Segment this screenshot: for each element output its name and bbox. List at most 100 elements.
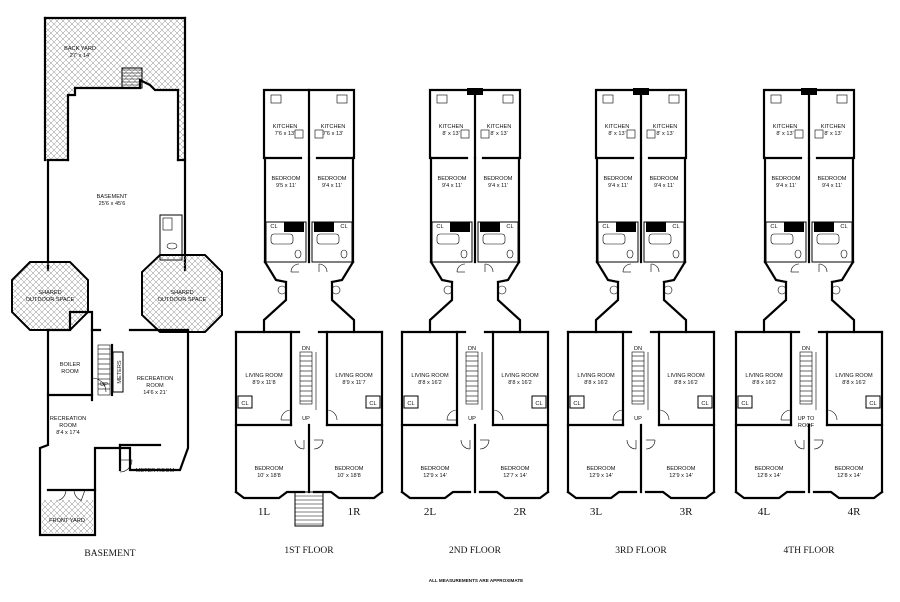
closet-label: CL bbox=[340, 224, 347, 230]
hall-door bbox=[318, 263, 328, 273]
bedroom-door bbox=[294, 439, 305, 450]
unit-left-label: 2L bbox=[424, 506, 437, 518]
closet-outline bbox=[403, 395, 419, 409]
living-door bbox=[492, 409, 504, 421]
bedroom-door bbox=[645, 439, 656, 450]
sink bbox=[331, 285, 341, 295]
toilet bbox=[626, 249, 634, 259]
wall bbox=[830, 260, 855, 284]
door-arc bbox=[73, 489, 82, 501]
kitchen-sink bbox=[436, 94, 448, 104]
bedroom-rear-right-label-line: BEDROOM bbox=[650, 176, 679, 182]
bathtub bbox=[648, 233, 672, 245]
unit-right-label: 2R bbox=[514, 506, 528, 518]
bedroom-front-right-label-line: 12'8 x 14' bbox=[837, 473, 861, 479]
living-room-left-label-line: 8'8 x 16'2 bbox=[584, 380, 608, 386]
stair-up-label-line: UP bbox=[468, 416, 476, 422]
boiler-door bbox=[91, 377, 107, 393]
meters-label: METERS bbox=[117, 360, 123, 384]
front-bay-left bbox=[734, 490, 806, 500]
stair-run bbox=[299, 351, 313, 405]
kitchen-block bbox=[262, 88, 356, 160]
bedroom-front-left-label-line: BEDROOM bbox=[255, 466, 284, 472]
closet-outline bbox=[531, 395, 547, 409]
wall bbox=[662, 280, 688, 334]
stair-outline bbox=[97, 344, 111, 396]
hall-door bbox=[790, 263, 800, 273]
basement-room-label-line: BASEMENT bbox=[97, 194, 128, 200]
kitchen-right-label-line: 8' x 13' bbox=[490, 131, 507, 137]
shared-outdoor-right-label-line: OUTDOOR SPACE bbox=[158, 297, 207, 303]
closet-label: CL bbox=[573, 401, 580, 407]
stair-up-label: UP bbox=[302, 416, 310, 422]
closet-label: CL bbox=[407, 401, 414, 407]
living-room-right-label-line: 8'8 x 16'2 bbox=[674, 380, 698, 386]
bedroom-front-left-label-line: 12'9 x 14' bbox=[589, 473, 613, 479]
closet-right: CL bbox=[865, 395, 881, 409]
closet-outline bbox=[865, 395, 881, 409]
unit-right-label: 3R bbox=[680, 506, 694, 518]
kitchen-right-label-line: 8' x 13' bbox=[656, 131, 673, 137]
stair-down-label: DN bbox=[302, 346, 310, 352]
chimney-breast bbox=[450, 222, 470, 232]
closet-right: CL bbox=[365, 395, 381, 409]
wall bbox=[428, 280, 454, 334]
back-yard-label-line: BACK YARD bbox=[64, 46, 96, 52]
front-bay-left bbox=[400, 490, 472, 500]
door-arc bbox=[280, 409, 292, 421]
sink bbox=[777, 285, 787, 295]
stair-down-label: DN bbox=[802, 346, 810, 352]
stove bbox=[460, 129, 470, 139]
unit-right-label: 1R bbox=[348, 506, 362, 518]
measurement-note: ALL MEASUREMENTS ARE APPROXIMATE bbox=[429, 578, 523, 583]
basement-wall bbox=[46, 310, 102, 332]
living-room-left-label-line: LIVING ROOM bbox=[745, 373, 783, 379]
closet-label: CL bbox=[701, 401, 708, 407]
chimney bbox=[467, 88, 483, 95]
door-arc bbox=[813, 439, 824, 450]
stair-up-label-line: UP bbox=[302, 416, 310, 422]
living-door bbox=[280, 409, 292, 421]
basement-up-label: UP bbox=[100, 382, 108, 388]
front-yard-label: FRONT YARD bbox=[49, 518, 85, 524]
door-arc bbox=[794, 439, 805, 450]
kitchen-right-label-line: 8' x 13' bbox=[824, 131, 841, 137]
kitchen-block bbox=[428, 88, 522, 160]
bedroom-rear-left-label-line: 9'4 x 11' bbox=[608, 183, 628, 189]
floor-caption: 1ST FLOOR bbox=[284, 546, 334, 556]
door-arc bbox=[446, 409, 458, 421]
back-yard-label-line: 27' x 14' bbox=[70, 53, 91, 59]
door-arc bbox=[460, 439, 471, 450]
kitchen-sink bbox=[336, 94, 348, 104]
closet-right: CL bbox=[531, 395, 547, 409]
living-door bbox=[658, 409, 670, 421]
kitchen-left-label-line: 8' x 13' bbox=[608, 131, 625, 137]
bedroom-front-right-label-line: BEDROOM bbox=[501, 466, 530, 472]
stair-down-label: DN bbox=[468, 346, 476, 352]
door-arc bbox=[294, 439, 305, 450]
living-door bbox=[446, 409, 458, 421]
bath-left: CL bbox=[765, 221, 807, 263]
door-arc bbox=[119, 459, 133, 473]
front-bay-right bbox=[312, 490, 384, 500]
bedroom-door bbox=[479, 439, 490, 450]
unit-left-label: 3L bbox=[590, 506, 603, 518]
stove bbox=[794, 129, 804, 139]
chimney-breast bbox=[314, 222, 334, 232]
living-door bbox=[780, 409, 792, 421]
stair bbox=[631, 351, 649, 410]
bedroom-rear-left-label-line: BEDROOM bbox=[604, 176, 633, 182]
unit-left-label: 4L bbox=[758, 506, 771, 518]
